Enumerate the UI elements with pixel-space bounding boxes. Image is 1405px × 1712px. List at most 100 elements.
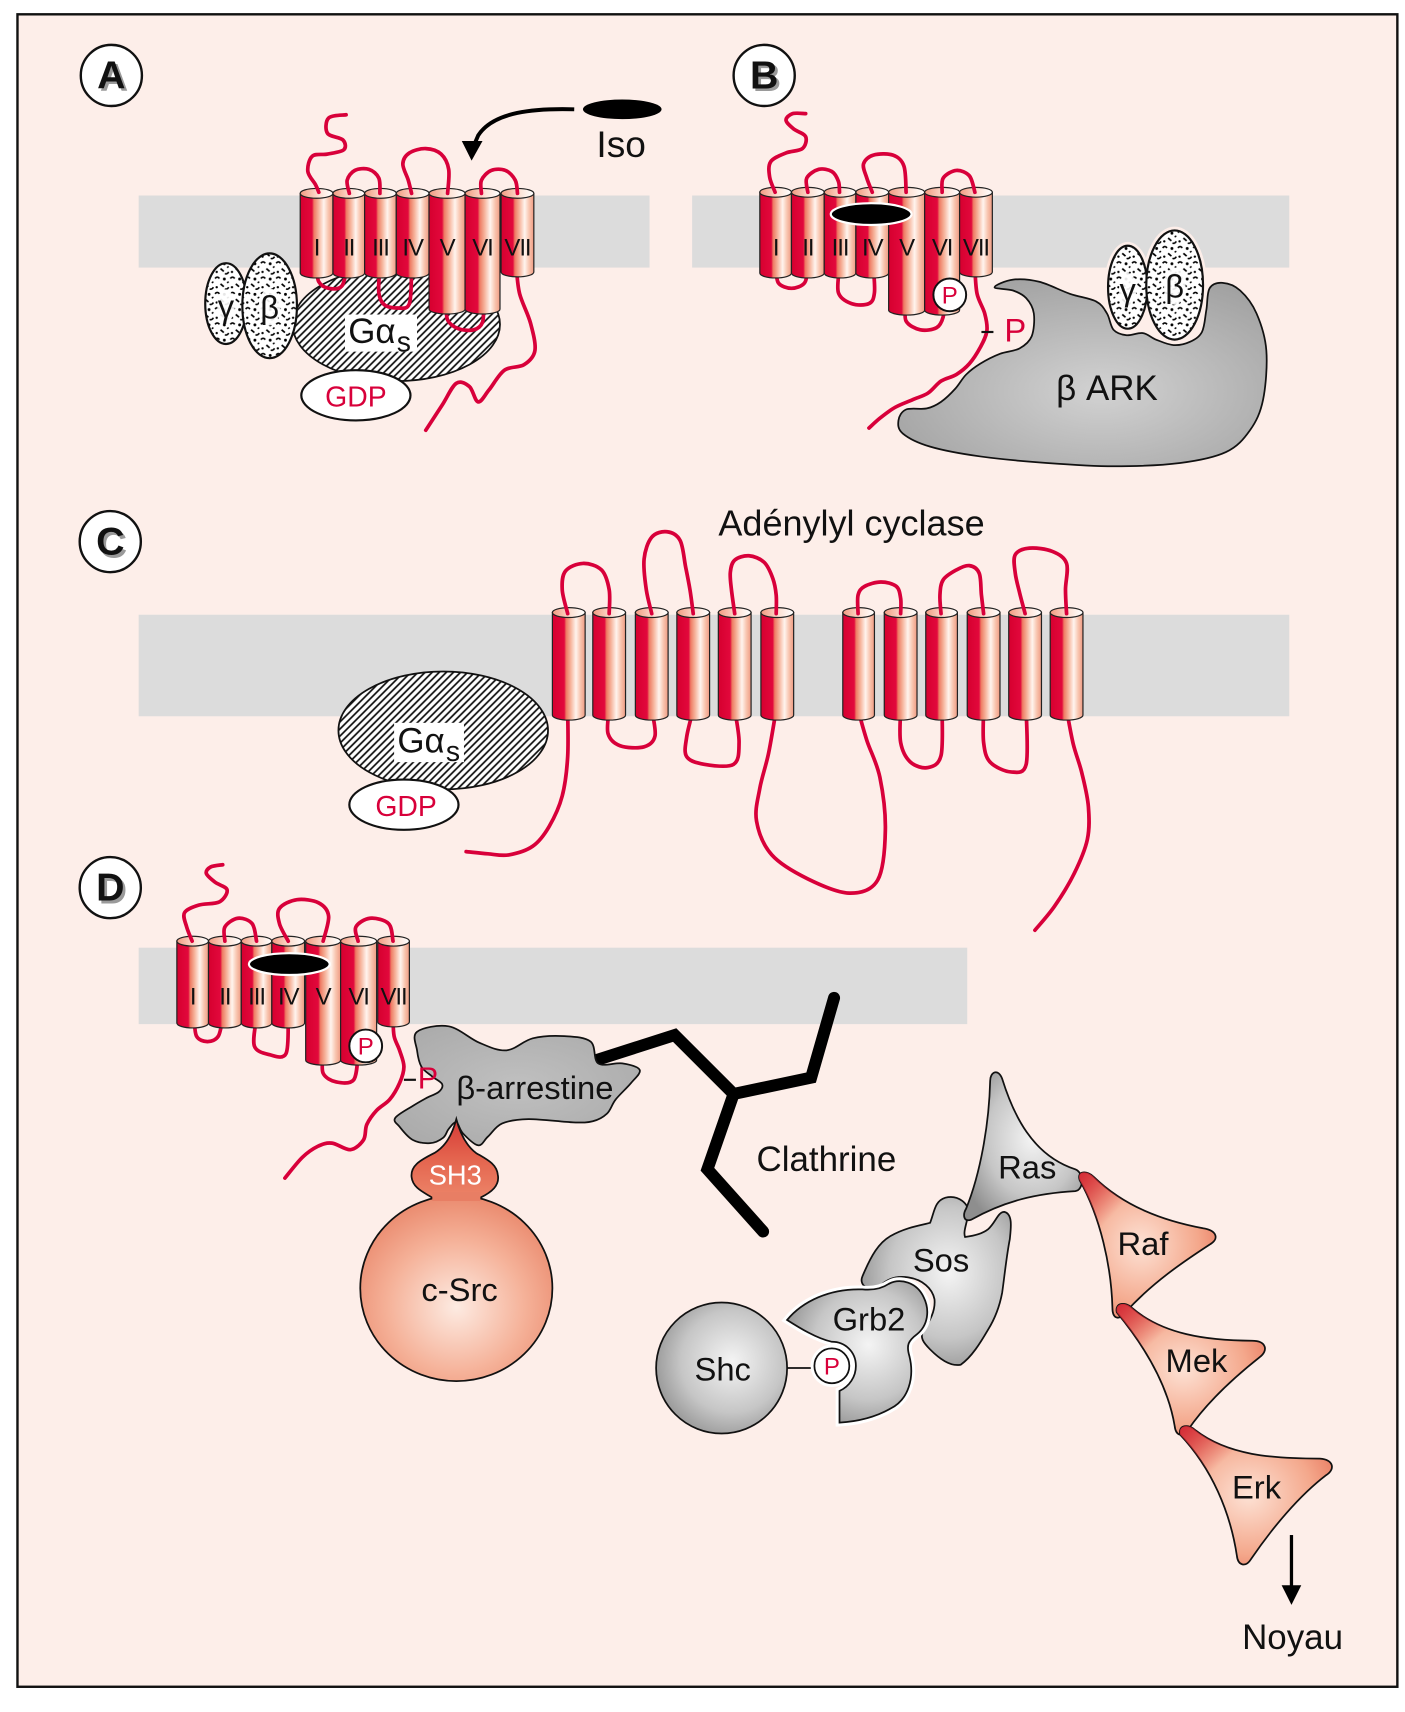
helix-cylinder <box>634 607 669 721</box>
peptide-loop <box>774 265 810 291</box>
helix-label: VII <box>381 983 407 1010</box>
peptide-loop <box>642 529 696 616</box>
helix-cylinder: VII <box>500 187 535 278</box>
peptide-loop <box>305 112 348 195</box>
peptide-loop <box>939 168 977 195</box>
peptide-loop <box>283 1015 406 1180</box>
raf-label: Raf <box>1118 1225 1170 1262</box>
beta-ark-label: β ARK <box>1056 369 1158 408</box>
peptide-loop <box>605 707 658 750</box>
panel-label-shadow: C <box>99 522 127 566</box>
grb2-body <box>785 1280 929 1424</box>
mek-label: Mek <box>1166 1342 1228 1379</box>
helix-label: V <box>316 983 332 1010</box>
peptide-loop <box>804 167 842 195</box>
helix-body <box>500 192 535 278</box>
panel-label-circle <box>79 43 144 108</box>
arrowhead-icon <box>461 140 483 161</box>
peptide-loop <box>320 1052 360 1085</box>
helix-cylinder: VI <box>464 187 501 315</box>
helix-label: I <box>314 234 320 261</box>
helix-cylinder: IV <box>855 186 890 279</box>
helix-label: IV <box>278 983 300 1010</box>
peptide-loop <box>767 111 809 195</box>
peptide-loop <box>981 707 1030 775</box>
phospho-site-helix: P <box>348 1028 384 1064</box>
bound-ligand <box>829 202 913 227</box>
helix-label: II <box>219 983 230 1010</box>
gdp-label: GDP <box>325 381 387 413</box>
erk-tip-shade <box>1179 1426 1332 1565</box>
helix-cylinder <box>760 607 795 721</box>
grb2-label: Grb2 <box>833 1300 906 1337</box>
cyclase-intracellular-loops <box>464 707 1091 933</box>
peptide-loop <box>1012 546 1070 616</box>
helix-label: VI <box>348 983 369 1010</box>
peptide-loop <box>192 1015 225 1044</box>
peptide-loop <box>400 146 451 196</box>
cyclase-helices <box>551 607 1084 721</box>
cyclase-extracellular-loops <box>560 529 1070 616</box>
c-src-kinase: SH3 c-Src <box>359 1115 554 1382</box>
g-alpha-label: Gαs <box>397 721 460 768</box>
helix-label: I <box>190 983 196 1010</box>
panel-label-circle <box>78 855 143 920</box>
helix-body <box>464 192 501 315</box>
phospho-label: P <box>358 1034 374 1061</box>
peptide-loop <box>423 265 538 433</box>
helix-label: II <box>802 234 813 261</box>
nucleus-arrow: Noyau <box>1242 1535 1343 1657</box>
phospho-site-tail: P <box>981 311 1026 348</box>
g-beta-label: β <box>1165 268 1184 305</box>
g-beta-center <box>258 288 281 326</box>
peptide-loop <box>867 265 989 430</box>
g-beta-gamma: γ β <box>204 252 299 360</box>
peptide-loop <box>464 707 570 858</box>
ligand-label: Iso <box>596 123 646 165</box>
helix-label: V <box>899 234 915 261</box>
helix-body <box>883 611 918 721</box>
bound-ligand <box>247 952 331 977</box>
erk-label: Erk <box>1232 1468 1282 1505</box>
receptor-intracellular-loops <box>192 1015 406 1180</box>
peptide-loop <box>754 707 888 895</box>
sos-label: Sos <box>913 1241 969 1278</box>
peptide-loop <box>222 916 259 944</box>
sh3-neck <box>432 1192 481 1201</box>
peptide-loop <box>345 166 382 196</box>
helix-cylinder: I <box>176 935 210 1029</box>
g-beta-label: β <box>260 288 279 325</box>
peptide-loop <box>1033 707 1091 933</box>
peptide-loop <box>683 707 741 769</box>
mek-kinase: Mek <box>1115 1302 1266 1436</box>
c-src-label: c-Src <box>421 1271 497 1308</box>
helix-label: VII <box>963 234 989 261</box>
phospho-site-helix: P <box>932 277 968 313</box>
panel-label-a: A A <box>79 43 144 108</box>
peptide-loop <box>835 265 877 307</box>
helix-body <box>634 611 669 721</box>
g-alpha-label: Gαs <box>348 312 411 359</box>
receptor-extracellular-loops <box>181 862 395 944</box>
panel-label-shadow: D <box>99 868 127 912</box>
phospho-tail-label: P <box>418 1062 438 1096</box>
panel-label-c: C C <box>78 509 143 574</box>
arrowhead-icon <box>1281 1585 1302 1605</box>
peptide-loop <box>478 167 520 196</box>
mapk-cascade: Sos Ras Raf Mek Erk Grb2 <box>655 1071 1343 1657</box>
helix-label: IV <box>402 234 424 261</box>
helix-label: III <box>248 983 265 1010</box>
raf-tip-shade <box>1079 1172 1216 1318</box>
helix-label: VI <box>472 234 493 261</box>
helix-body <box>966 611 1001 721</box>
helix-label: VII <box>504 234 530 261</box>
helix-label: III <box>832 234 849 261</box>
helix-body <box>1008 611 1043 721</box>
helix-cylinder <box>1008 607 1043 721</box>
helix-body <box>676 611 711 721</box>
helix-body <box>842 611 876 721</box>
phospho-circle <box>932 277 968 313</box>
gdp-ellipse <box>300 369 412 422</box>
shc-label: Shc <box>694 1351 750 1388</box>
